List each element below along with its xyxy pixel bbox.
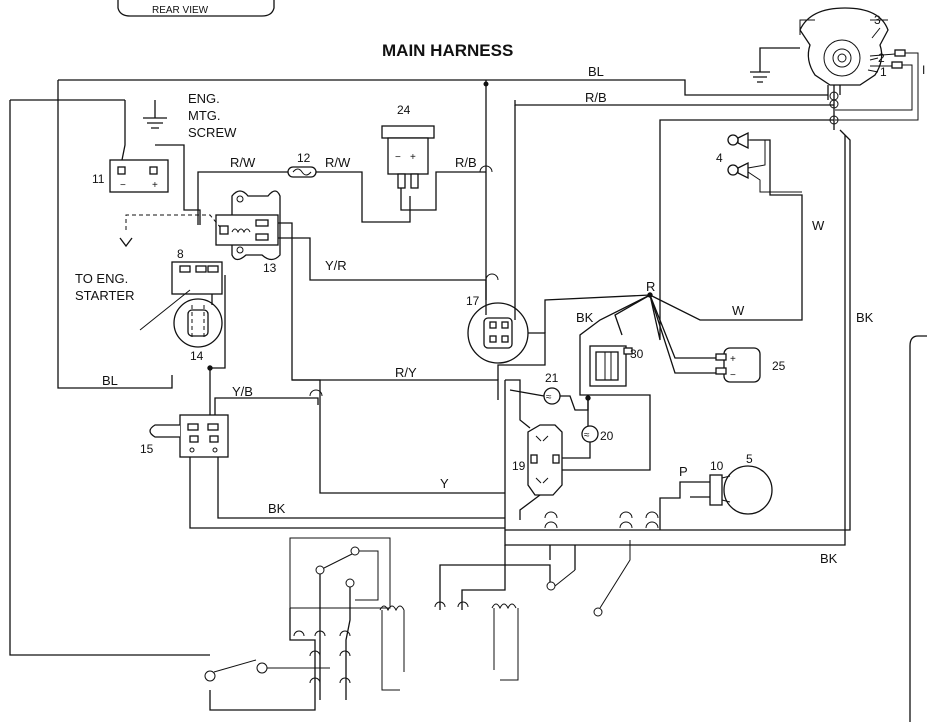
- comp-label-20: 20: [600, 429, 614, 443]
- svg-text:−: −: [730, 370, 736, 381]
- wire-label-w-right: W: [812, 218, 825, 233]
- ground-label-2: MTG.: [188, 108, 221, 123]
- side-panel-edge: [909, 335, 927, 722]
- wire-label-rb-mid: R/B: [455, 155, 477, 170]
- wire-label-bl-top: BL: [588, 64, 604, 79]
- comp-label-2: 2: [878, 51, 885, 65]
- svg-text:≈: ≈: [584, 430, 590, 441]
- switch-contact-a: [204, 670, 216, 682]
- svg-text:+: +: [152, 180, 158, 191]
- comp-label-17: 17: [466, 294, 480, 308]
- svg-text:≈: ≈: [546, 392, 552, 403]
- comp-label-3: 3: [874, 13, 881, 27]
- comp-label-8: 8: [177, 247, 184, 261]
- comp-label-10: 10: [710, 459, 724, 473]
- diode-21: ≈: [543, 387, 561, 405]
- starter-label-2: STARTER: [75, 288, 134, 303]
- wire-label-rw-left: R/W: [230, 155, 256, 170]
- comp-label-25: 25: [772, 359, 786, 373]
- wire-rb-top: [514, 100, 834, 106]
- engine-ground-wire: [759, 47, 800, 72]
- meter-25: + −: [715, 347, 761, 383]
- wire-label-p: P: [679, 464, 688, 479]
- edge-letter: I: [922, 63, 925, 77]
- switch-contact-c: [546, 581, 556, 591]
- relay-15: [149, 414, 229, 458]
- wire-label-bk-upper: BK: [576, 310, 594, 325]
- crossovers: [309, 165, 659, 529]
- coil-left: [379, 605, 405, 691]
- switch-14: [173, 298, 223, 348]
- solenoid-13: [215, 190, 281, 261]
- wire-label-bk-lower: BK: [268, 501, 286, 516]
- wire-label-rw-right: R/W: [325, 155, 351, 170]
- comp-label-12: 12: [297, 151, 311, 165]
- switch-contact-b: [256, 662, 268, 674]
- svg-text:−: −: [395, 152, 401, 163]
- pto-clutch-10: [709, 474, 723, 506]
- comp-label-4: 4: [716, 151, 723, 165]
- comp-label-19: 19: [512, 459, 526, 473]
- key-switch-17: [467, 302, 529, 364]
- comp-label-15: 15: [140, 442, 154, 456]
- battery-11: − +: [109, 159, 169, 193]
- diode-20: ≈: [581, 425, 599, 443]
- wire-label-bk-bottom: BK: [820, 551, 838, 566]
- switch-8: [171, 261, 223, 295]
- comp-label-5: 5: [746, 452, 753, 466]
- seat-switch-box: [289, 537, 391, 609]
- relay-30: [589, 345, 633, 387]
- rear-view-label: REAR VIEW: [152, 5, 209, 16]
- wire-label-ry: R/Y: [395, 365, 417, 380]
- switch-24: − +: [381, 125, 435, 189]
- comp-label-30: 30: [630, 347, 644, 361]
- wire-label-bl-left: BL: [102, 373, 118, 388]
- lamps-4: [727, 131, 802, 193]
- switch-contact-d: [593, 607, 603, 617]
- comp-label-21: 21: [545, 371, 559, 385]
- fuse-12: [287, 166, 317, 178]
- svg-text:−: −: [120, 180, 126, 191]
- starter-label-1: TO ENG.: [75, 271, 128, 286]
- svg-text:+: +: [730, 354, 736, 365]
- wire-label-r-node: R: [646, 279, 655, 294]
- connector-19: [527, 424, 563, 496]
- wire-bl-left: [57, 80, 173, 389]
- comp-label-24: 24: [397, 103, 411, 117]
- wire-label-rb-top: R/B: [585, 90, 607, 105]
- pto-5: [721, 465, 773, 515]
- comp-label-14: 14: [190, 349, 204, 363]
- ground-label-3: SCREW: [188, 125, 237, 140]
- ground-label-1: ENG.: [188, 91, 220, 106]
- wire-label-yr: Y/R: [325, 258, 347, 273]
- engine-ground-icon: [750, 71, 770, 83]
- comp-label-1: 1: [880, 65, 887, 79]
- wire-label-y: Y: [440, 476, 449, 491]
- ground-symbol-mtg: [143, 100, 167, 129]
- wire-label-yb: Y/B: [232, 384, 253, 399]
- engine-icon: [799, 7, 889, 86]
- wire-label-bk-right: BK: [856, 310, 874, 325]
- wire-label-w-mid: W: [732, 303, 745, 318]
- svg-text:+: +: [410, 152, 416, 163]
- comp-label-13: 13: [263, 261, 277, 275]
- comp-label-11: 11: [92, 172, 105, 186]
- diagram-title: MAIN HARNESS: [382, 41, 513, 60]
- rear-view-box: [117, 0, 275, 17]
- coil-right: [491, 603, 519, 681]
- wire-bl-top: [58, 79, 828, 96]
